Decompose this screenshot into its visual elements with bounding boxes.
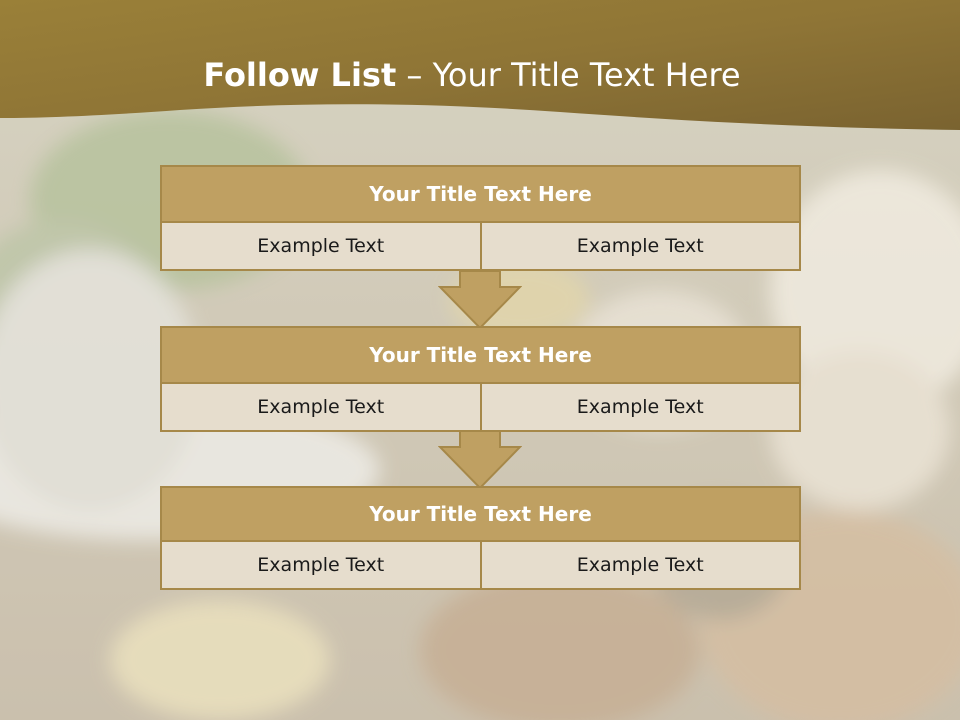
block-title: Your Title Text Here (160, 165, 801, 223)
example-text-right: Example Text (481, 384, 801, 432)
slide-title-bold: Follow List (203, 56, 397, 94)
example-text-right: Example Text (481, 542, 801, 590)
slide-title-rest: – Your Title Text Here (396, 56, 741, 94)
follow-block-1: Your Title Text Here Example Text Exampl… (160, 165, 801, 271)
block-title: Your Title Text Here (160, 326, 801, 384)
follow-block-3: Your Title Text Here Example Text Exampl… (160, 486, 801, 590)
block-cells: Example Text Example Text (160, 384, 801, 432)
block-cells: Example Text Example Text (160, 542, 801, 590)
example-text-left: Example Text (160, 384, 482, 432)
header-band (0, 0, 960, 130)
follow-block-2: Your Title Text Here Example Text Exampl… (160, 326, 801, 432)
down-arrow-icon (438, 430, 522, 490)
example-text-left: Example Text (160, 542, 482, 590)
example-text-right: Example Text (481, 223, 801, 271)
example-text-left: Example Text (160, 223, 482, 271)
block-title: Your Title Text Here (160, 486, 801, 542)
slide-title: Follow List – Your Title Text Here (0, 56, 944, 94)
block-cells: Example Text Example Text (160, 223, 801, 271)
down-arrow-icon (438, 270, 522, 330)
